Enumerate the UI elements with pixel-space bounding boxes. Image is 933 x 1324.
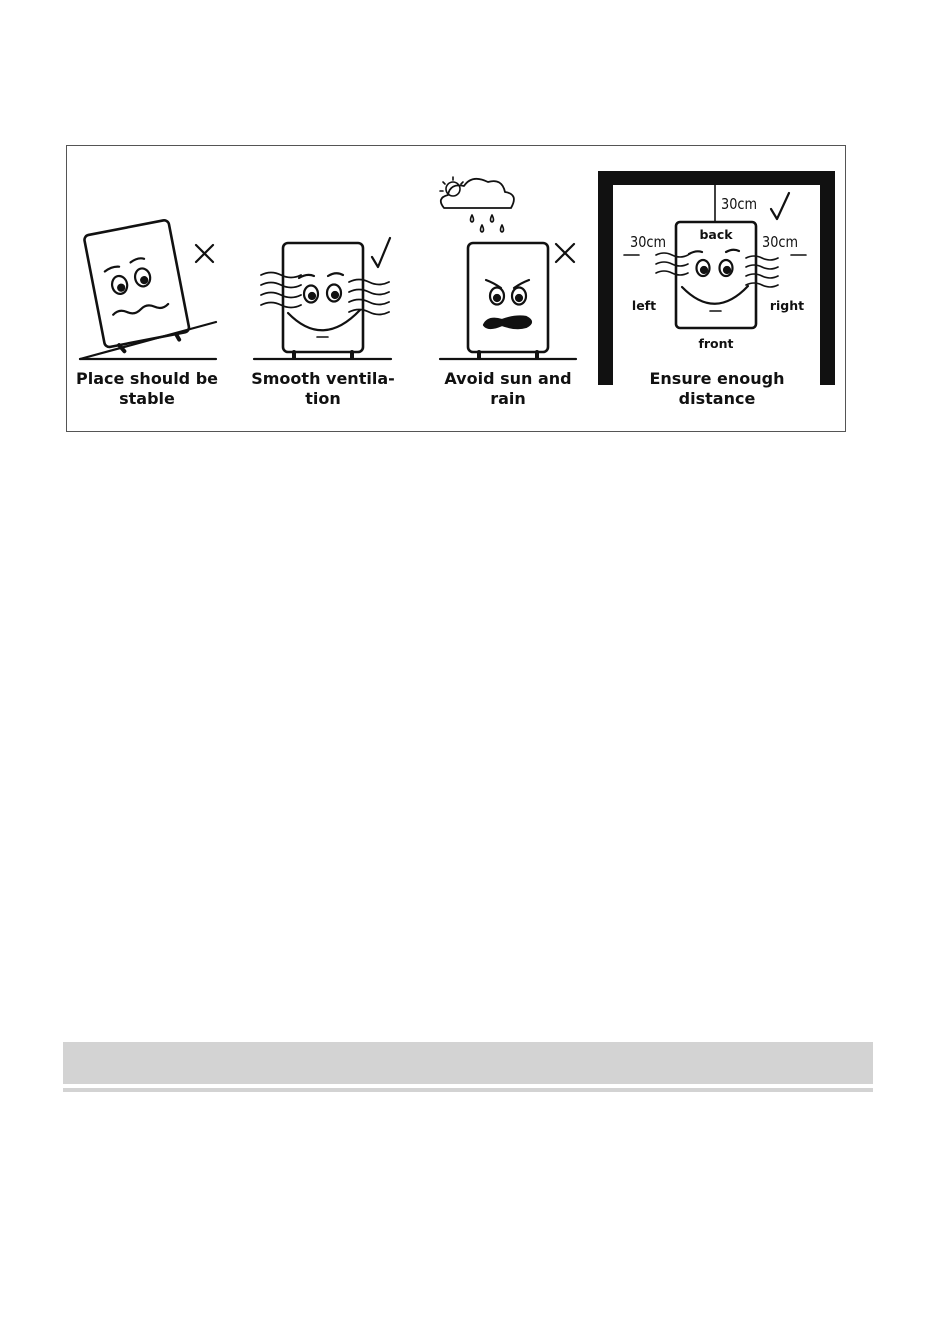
panel-ventilation-illustration xyxy=(254,238,391,359)
tilted-device xyxy=(84,219,192,354)
check-icon xyxy=(372,238,390,267)
sun-icon xyxy=(440,177,463,196)
panel-stable-illustration xyxy=(80,219,216,359)
caption-line: distance xyxy=(632,389,802,409)
caption-line: Smooth ventila- xyxy=(238,369,408,389)
cloud-icon xyxy=(441,179,514,208)
right-label: right xyxy=(770,298,804,313)
caption-weather: Avoid sun and rain xyxy=(423,369,593,409)
caption-ventilation: Smooth ventila- tion xyxy=(238,369,408,409)
caption-line: rain xyxy=(423,389,593,409)
caption-line: Ensure enough xyxy=(632,369,802,389)
front-label: front xyxy=(698,336,733,351)
airflow-right-icon xyxy=(349,280,389,315)
caption-distance: Ensure enough distance xyxy=(632,369,802,409)
caption-line: Place should be xyxy=(62,369,232,389)
back-label: back xyxy=(699,227,733,242)
cross-icon xyxy=(196,245,213,262)
check-icon xyxy=(771,193,789,219)
caption-line: tion xyxy=(238,389,408,409)
airflow-left-icon xyxy=(261,273,301,308)
panel-weather-illustration xyxy=(440,177,576,359)
right-clearance-label: 30cm xyxy=(762,233,798,251)
section-divider xyxy=(63,1088,873,1092)
cross-icon xyxy=(556,244,574,262)
left-clearance-label: 30cm xyxy=(630,233,666,251)
wall-enclosure xyxy=(598,171,835,385)
top-clearance-label: 30cm xyxy=(721,195,757,213)
rain-icon xyxy=(471,215,504,232)
caption-line: Avoid sun and xyxy=(423,369,593,389)
airflow-left-icon xyxy=(656,253,688,275)
caption-stable: Place should be stable xyxy=(62,369,232,409)
panel-distance-illustration: 30cm 30cm 30cm back left right front xyxy=(598,171,835,385)
left-label: left xyxy=(632,298,656,313)
airflow-right-icon xyxy=(746,256,778,287)
frown-mouth xyxy=(484,316,531,328)
caption-line: stable xyxy=(62,389,232,409)
section-header-bar xyxy=(63,1042,873,1084)
